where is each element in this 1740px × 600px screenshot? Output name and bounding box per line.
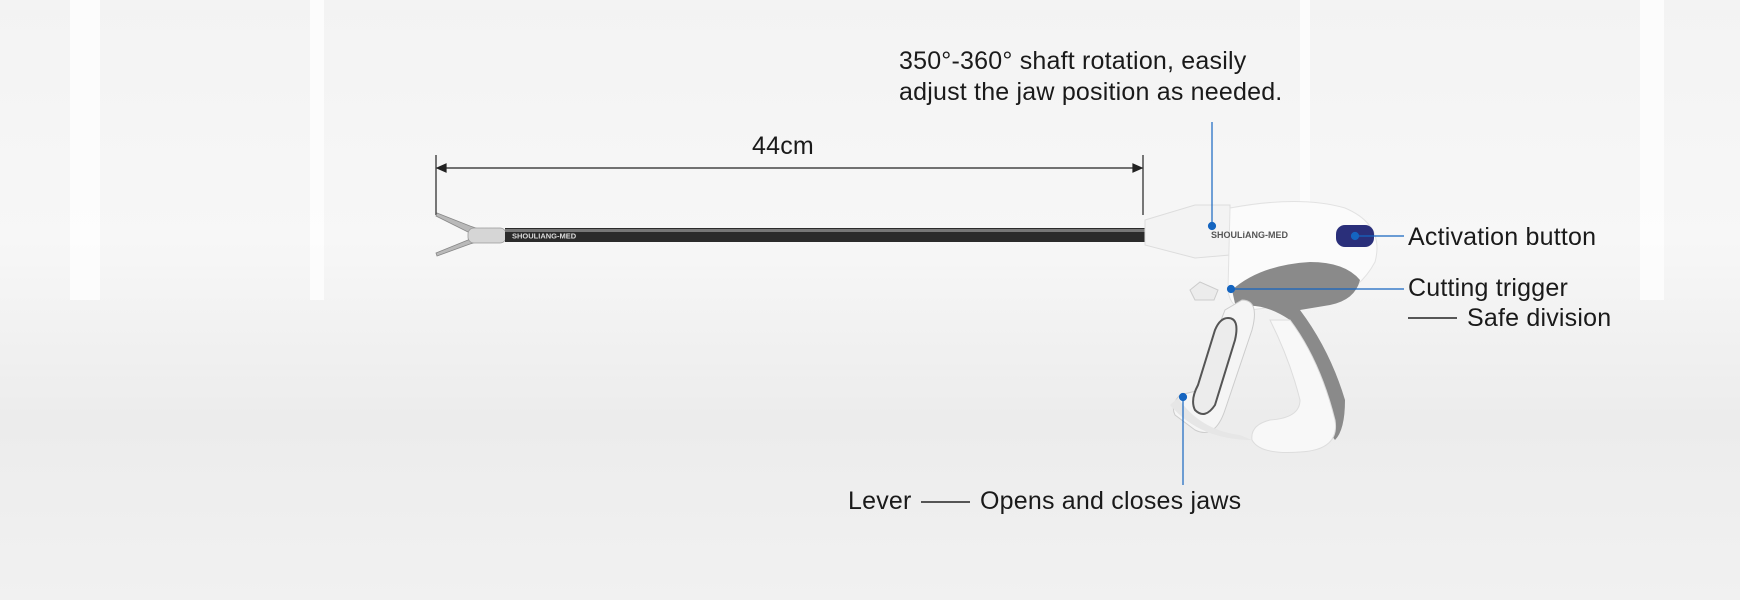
activation-label: Activation button	[1408, 223, 1597, 251]
background-pillar	[1640, 0, 1664, 300]
lever-description: Opens and closes jaws	[980, 487, 1242, 515]
rotation-annotation: 350°-360° shaft rotation, easily adjust …	[899, 46, 1282, 108]
jaws	[435, 212, 507, 257]
leader-lines	[1178, 122, 1404, 485]
dimension-line	[435, 155, 1144, 215]
background-pillar	[310, 0, 324, 300]
handle: SHOULiANG-MED	[1144, 201, 1378, 453]
cutting-label: Cutting trigger	[1408, 274, 1569, 302]
background-pillar	[1300, 0, 1310, 300]
safe-division-label: Safe division	[1467, 304, 1612, 332]
shaft: SHOULIANG-MED	[505, 228, 1147, 242]
background-pillar	[70, 0, 100, 300]
shaft-brand: SHOULIANG-MED	[512, 232, 577, 241]
lever-label: Lever	[848, 487, 912, 515]
handle-brand: SHOULiANG-MED	[1211, 230, 1288, 240]
rotation-line-2: adjust the jaw position as needed.	[899, 78, 1283, 106]
length-label: 44cm	[752, 132, 814, 160]
rotation-line-1: 350°-360° shaft rotation, easily	[899, 47, 1247, 75]
